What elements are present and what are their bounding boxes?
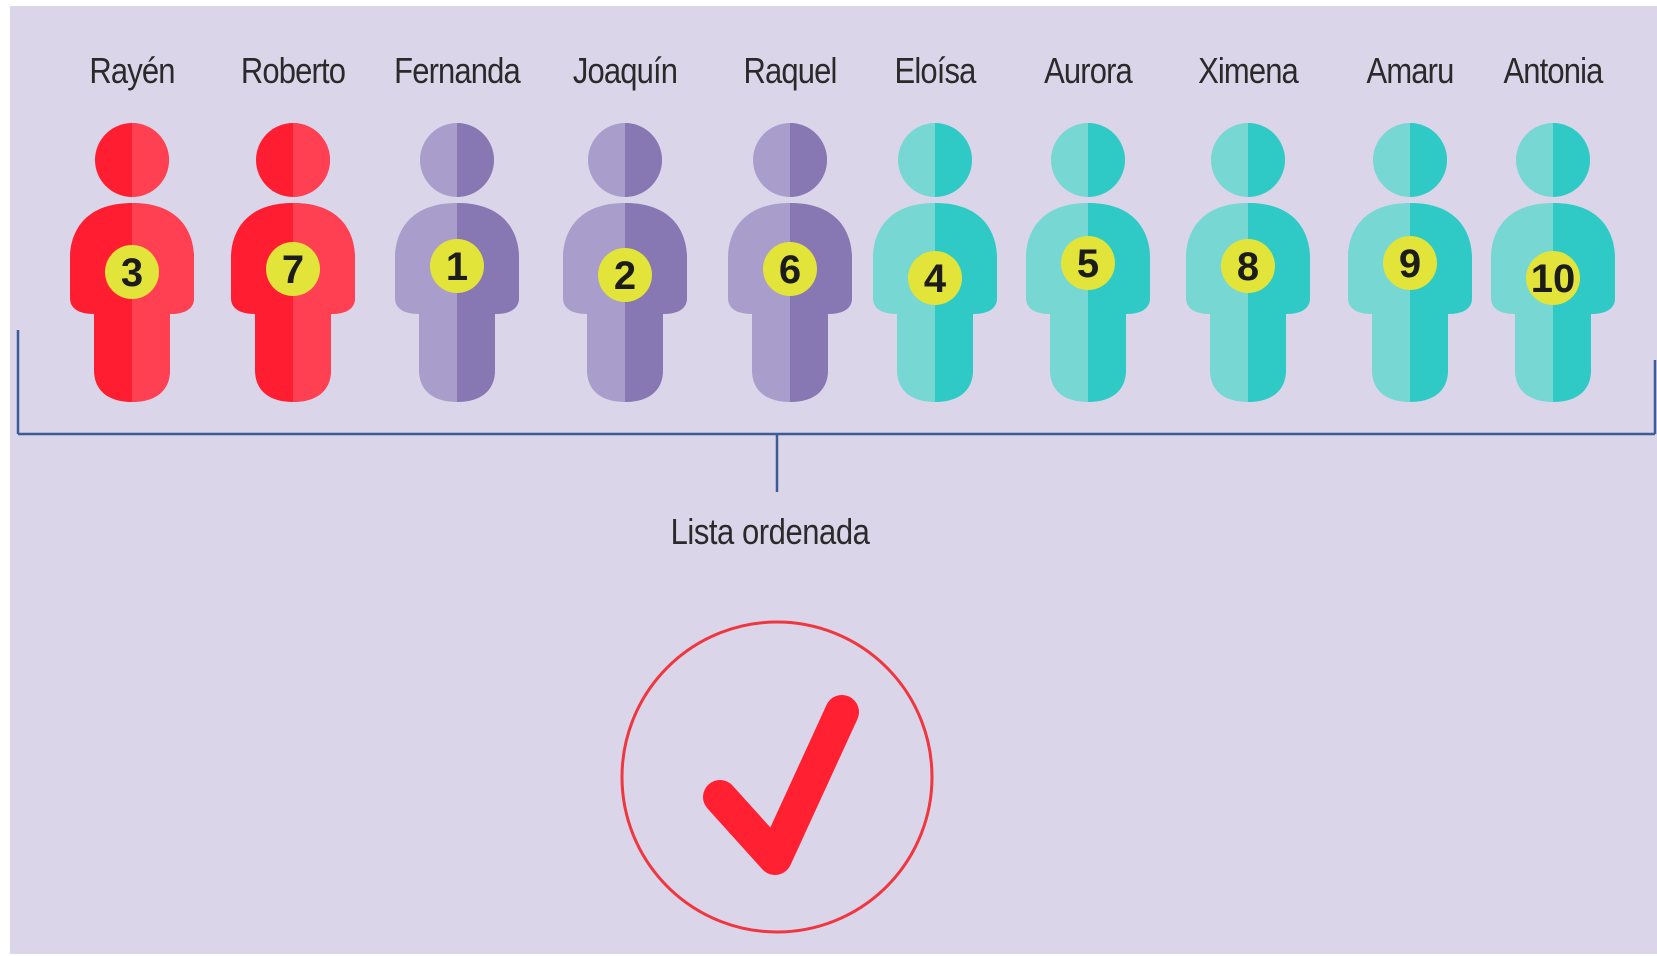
person-figure: 4 [873, 123, 997, 402]
person-number: 5 [1077, 242, 1099, 286]
person-name: Joaquín [572, 50, 678, 91]
check-icon [620, 620, 934, 934]
person-number: 8 [1237, 245, 1259, 289]
number-badge [908, 251, 962, 305]
number-badge [763, 242, 817, 296]
person-number: 9 [1399, 242, 1421, 286]
person-name: Rayén [89, 50, 175, 91]
bracket [16, 330, 1657, 492]
person-figure: 10 [1491, 123, 1615, 402]
person-figure: 6 [728, 123, 852, 402]
person-figure: 1 [395, 123, 519, 402]
person-number: 4 [924, 257, 947, 301]
person-name: Roberto [240, 50, 346, 91]
person-figure: 3 [70, 123, 194, 402]
person-figure: 2 [563, 123, 687, 402]
person-name: Fernanda [394, 50, 521, 91]
number-badge [105, 245, 159, 299]
diagram-caption: Lista ordenada [670, 511, 870, 552]
number-badge [598, 248, 652, 302]
person-name: Eloísa [894, 50, 977, 91]
number-badge [1526, 251, 1580, 305]
number-badge [430, 239, 484, 293]
person-number: 7 [282, 248, 304, 292]
person-figure: 5 [1026, 123, 1150, 402]
person-name: Antonia [1503, 50, 1603, 91]
person-figure: 9 [1348, 123, 1472, 402]
number-badge [1383, 236, 1437, 290]
person-figure: 7 [231, 123, 355, 402]
person-number: 3 [121, 251, 143, 295]
person-name: Amaru [1366, 50, 1455, 91]
person-name: Ximena [1198, 50, 1299, 91]
person-number: 1 [446, 245, 468, 289]
person-number: 2 [614, 254, 636, 298]
person-number: 6 [779, 248, 801, 292]
check-mark [703, 695, 859, 875]
number-badge [266, 242, 320, 296]
person-name: Raquel [743, 50, 838, 91]
person-name: Aurora [1044, 50, 1133, 91]
person-number: 10 [1531, 257, 1576, 301]
number-badge [1061, 236, 1115, 290]
check-circle [620, 620, 934, 934]
number-badge [1221, 239, 1275, 293]
person-figure: 8 [1186, 123, 1310, 402]
